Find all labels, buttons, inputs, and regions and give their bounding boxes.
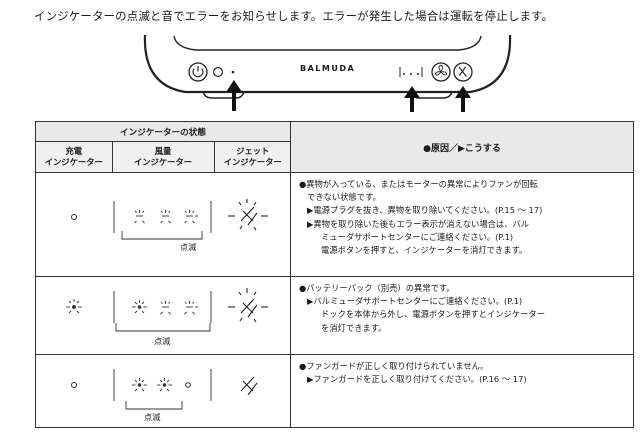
ring-indicator-icon <box>213 66 224 77</box>
charge-indicator-off-icon <box>71 214 77 220</box>
indicator-state-cell: 点滅 <box>35 354 291 428</box>
col-jet-header: ジェット インジケーター <box>214 142 291 172</box>
error-table: インジケーターの状態 ●原因／▶こうする 充電 インジケーター 風量 インジケー… <box>35 121 634 428</box>
fan-indicator-blinking-icon <box>132 378 147 392</box>
fan-indicator-blinking-icon <box>184 301 198 315</box>
brand-logo: BALMUDA <box>300 64 356 73</box>
jet-indicator-blinking-icon <box>228 288 268 323</box>
device-illustration <box>143 34 512 112</box>
pointer-arrow <box>455 86 471 112</box>
blink-label: 点滅 <box>144 412 161 422</box>
fan-indicator-blinking-icon <box>184 210 198 224</box>
jet-indicator-off-icon <box>240 376 258 396</box>
table-row: 点滅 ●バッテリーパック（別売）の異常です。 ▶バルミューダサポートセンターにご… <box>35 276 634 355</box>
col-fan-header: 風量 インジケーター <box>112 142 215 172</box>
table-row: 点滅 ●ファンガードが正しく取り付けられていません。 ▶ファンガードを正しく取り… <box>35 354 634 428</box>
cause-action-cell: ●バッテリーパック（別売）の異常です。 ▶バルミューダサポートセンターにご連絡く… <box>290 276 634 355</box>
fan-speed-dots-icon <box>399 67 423 77</box>
fan-indicator-blinking-icon <box>160 301 171 315</box>
blink-label: 点滅 <box>180 242 197 252</box>
intro-text: インジケーターの点滅と音でエラーをお知らせします。エラーが発生した場合は運転を停… <box>34 9 554 23</box>
indicator-state-cell: 点滅 <box>35 276 291 355</box>
charge-indicator-icon <box>231 70 235 74</box>
indicator-state-cell: 点滅 <box>35 172 291 277</box>
cause-action-cell: ●ファンガードが正しく取り付けられていません。 ▶ファンガードを正しく取り付けて… <box>290 354 634 428</box>
fan-indicator-off-icon <box>185 382 191 388</box>
fan-indicator-blinking-icon <box>134 210 145 224</box>
cause-action-cell: ●異物が入っている、またはモーターの異常によりファンが回転 できない状態です。 … <box>290 172 634 277</box>
state-header: インジケーターの状態 <box>35 121 291 142</box>
fan-indicator-blinking-icon <box>132 300 147 314</box>
cause-header: ●原因／▶こうする <box>290 121 634 173</box>
fan-indicator-blinking-icon <box>160 210 171 224</box>
jet-icon <box>453 62 473 82</box>
fan-icon <box>431 62 451 82</box>
col-charge-header: 充電 インジケーター <box>36 142 113 172</box>
charge-indicator-blinking-icon <box>66 299 82 314</box>
pointer-arrow <box>226 80 242 111</box>
table-row: 点滅 ●異物が入っている、またはモーターの異常によりファンが回転 できない状態で… <box>35 172 634 277</box>
jet-indicator-blinking-icon <box>228 199 268 231</box>
column-headers: 充電 インジケーター 風量 インジケーター ジェット インジケーター <box>35 141 291 173</box>
blink-label: 点滅 <box>154 336 171 346</box>
power-icon <box>188 62 208 82</box>
fan-indicator-blinking-icon <box>157 378 172 392</box>
pointer-arrow <box>404 86 420 112</box>
charge-indicator-off-icon <box>71 382 77 388</box>
